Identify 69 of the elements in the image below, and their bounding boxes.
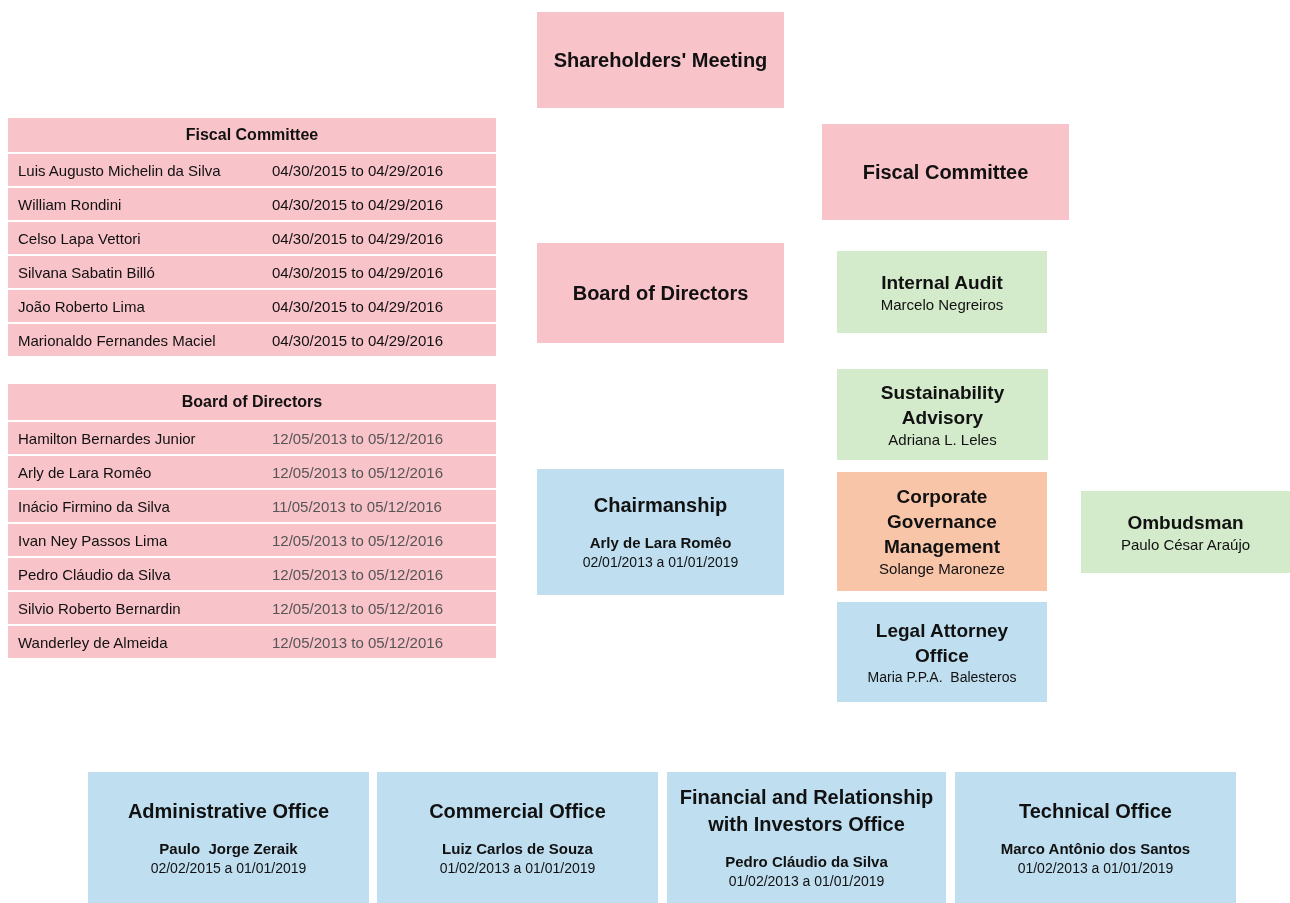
member-name: Inácio Firmino da Silva: [18, 497, 170, 515]
person-name: Luiz Carlos de Souza: [442, 838, 593, 859]
box-title: Board of Directors: [572, 280, 749, 306]
term-dates: Maria P.P.A. Balesteros: [867, 667, 1017, 687]
box-title: Ombudsman: [1127, 510, 1244, 535]
person-name: Arly de Lara Romêo: [589, 533, 732, 553]
box-title: Financial and Relationship with Investors Office: [678, 785, 935, 837]
person-name: Marco Antônio dos Santos: [1000, 838, 1191, 859]
term-dates: 11/05/2013 to 05/12/2016: [272, 497, 442, 515]
member-name: Wanderley de Almeida: [18, 633, 168, 651]
member-name: Hamilton Bernardes Junior: [18, 429, 196, 447]
term-dates: 12/05/2013 to 05/12/2016: [272, 599, 443, 617]
org-box: [88, 772, 369, 903]
member-name: Pedro Cláudio da Silva: [18, 565, 171, 583]
box-title: Corporate Governance Management: [882, 485, 1002, 559]
org-box: [1081, 491, 1290, 573]
term-dates: 04/30/2015 to 04/29/2016: [272, 229, 443, 247]
term-dates: 01/02/2013 a 01/01/2019: [1017, 858, 1174, 878]
org-box: [537, 469, 784, 595]
org-box: [667, 772, 946, 903]
term-dates: 01/02/2013 a 01/01/2019: [728, 872, 885, 891]
term-dates: 12/05/2013 to 05/12/2016: [272, 429, 443, 447]
person-name: Paulo César Araújo: [1120, 534, 1251, 555]
box-title: Chairmanship: [593, 493, 728, 518]
term-dates: 04/30/2015 to 04/29/2016: [272, 331, 443, 349]
member-name: Ivan Ney Passos Lima: [18, 531, 168, 549]
term-dates: 12/05/2013 to 05/12/2016: [272, 463, 443, 481]
term-dates: 01/02/2013 a 01/01/2019: [439, 858, 596, 878]
org-box: [537, 12, 784, 108]
term-dates: 04/30/2015 to 04/29/2016: [272, 263, 443, 281]
term-dates: 12/05/2013 to 05/12/2016: [272, 565, 443, 583]
person-name: Adriana L. Leles: [888, 429, 997, 450]
org-box: [955, 772, 1236, 903]
box-title: Fiscal Committee: [862, 159, 1029, 185]
org-box: [837, 472, 1047, 591]
person-name: Marcelo Negreiros: [880, 294, 1004, 315]
box-title: Commercial Office: [429, 798, 606, 824]
box-title: Internal Audit: [881, 270, 1003, 295]
member-name: Arly de Lara Romêo: [18, 463, 152, 481]
member-name: Silvana Sabatin Billó: [18, 263, 155, 281]
person-name: Solange Maroneze: [879, 559, 1005, 579]
term-dates: 04/30/2015 to 04/29/2016: [272, 161, 443, 179]
org-box: [837, 251, 1047, 333]
box-title: Sustainability Advisory: [879, 380, 1006, 430]
org-box: [377, 772, 658, 903]
term-dates: 02/01/2013 a 01/01/2019: [582, 553, 739, 572]
box-title: Shareholders' Meeting: [553, 47, 768, 73]
box-title: Administrative Office: [127, 798, 330, 824]
person-name: Pedro Cláudio da Silva: [725, 852, 888, 872]
member-name: Silvio Roberto Bernardin: [18, 599, 181, 617]
term-dates: 12/05/2013 to 05/12/2016: [272, 531, 443, 549]
term-dates: 02/02/2015 a 01/01/2019: [150, 858, 307, 878]
member-name: Marionaldo Fernandes Maciel: [18, 331, 216, 349]
org-box: [537, 243, 784, 343]
term-dates: 04/30/2015 to 04/29/2016: [272, 195, 443, 213]
term-dates: 04/30/2015 to 04/29/2016: [272, 297, 443, 315]
person-name: Paulo Jorge Zeraik: [159, 838, 298, 859]
member-name: Celso Lapa Vettori: [18, 229, 141, 247]
table-heading: Fiscal Committee: [8, 118, 496, 152]
org-box: [822, 124, 1069, 220]
org-box: [837, 602, 1047, 702]
member-name: Luis Augusto Michelin da Silva: [18, 161, 221, 179]
member-name: William Rondini: [18, 195, 122, 213]
table-heading: Board of Directors: [8, 384, 496, 420]
member-name: João Roberto Lima: [18, 297, 145, 315]
term-dates: 12/05/2013 to 05/12/2016: [272, 633, 443, 651]
box-title: Legal Attorney Office: [874, 618, 1010, 668]
box-title: Technical Office: [1019, 798, 1172, 824]
org-box: [837, 369, 1048, 460]
